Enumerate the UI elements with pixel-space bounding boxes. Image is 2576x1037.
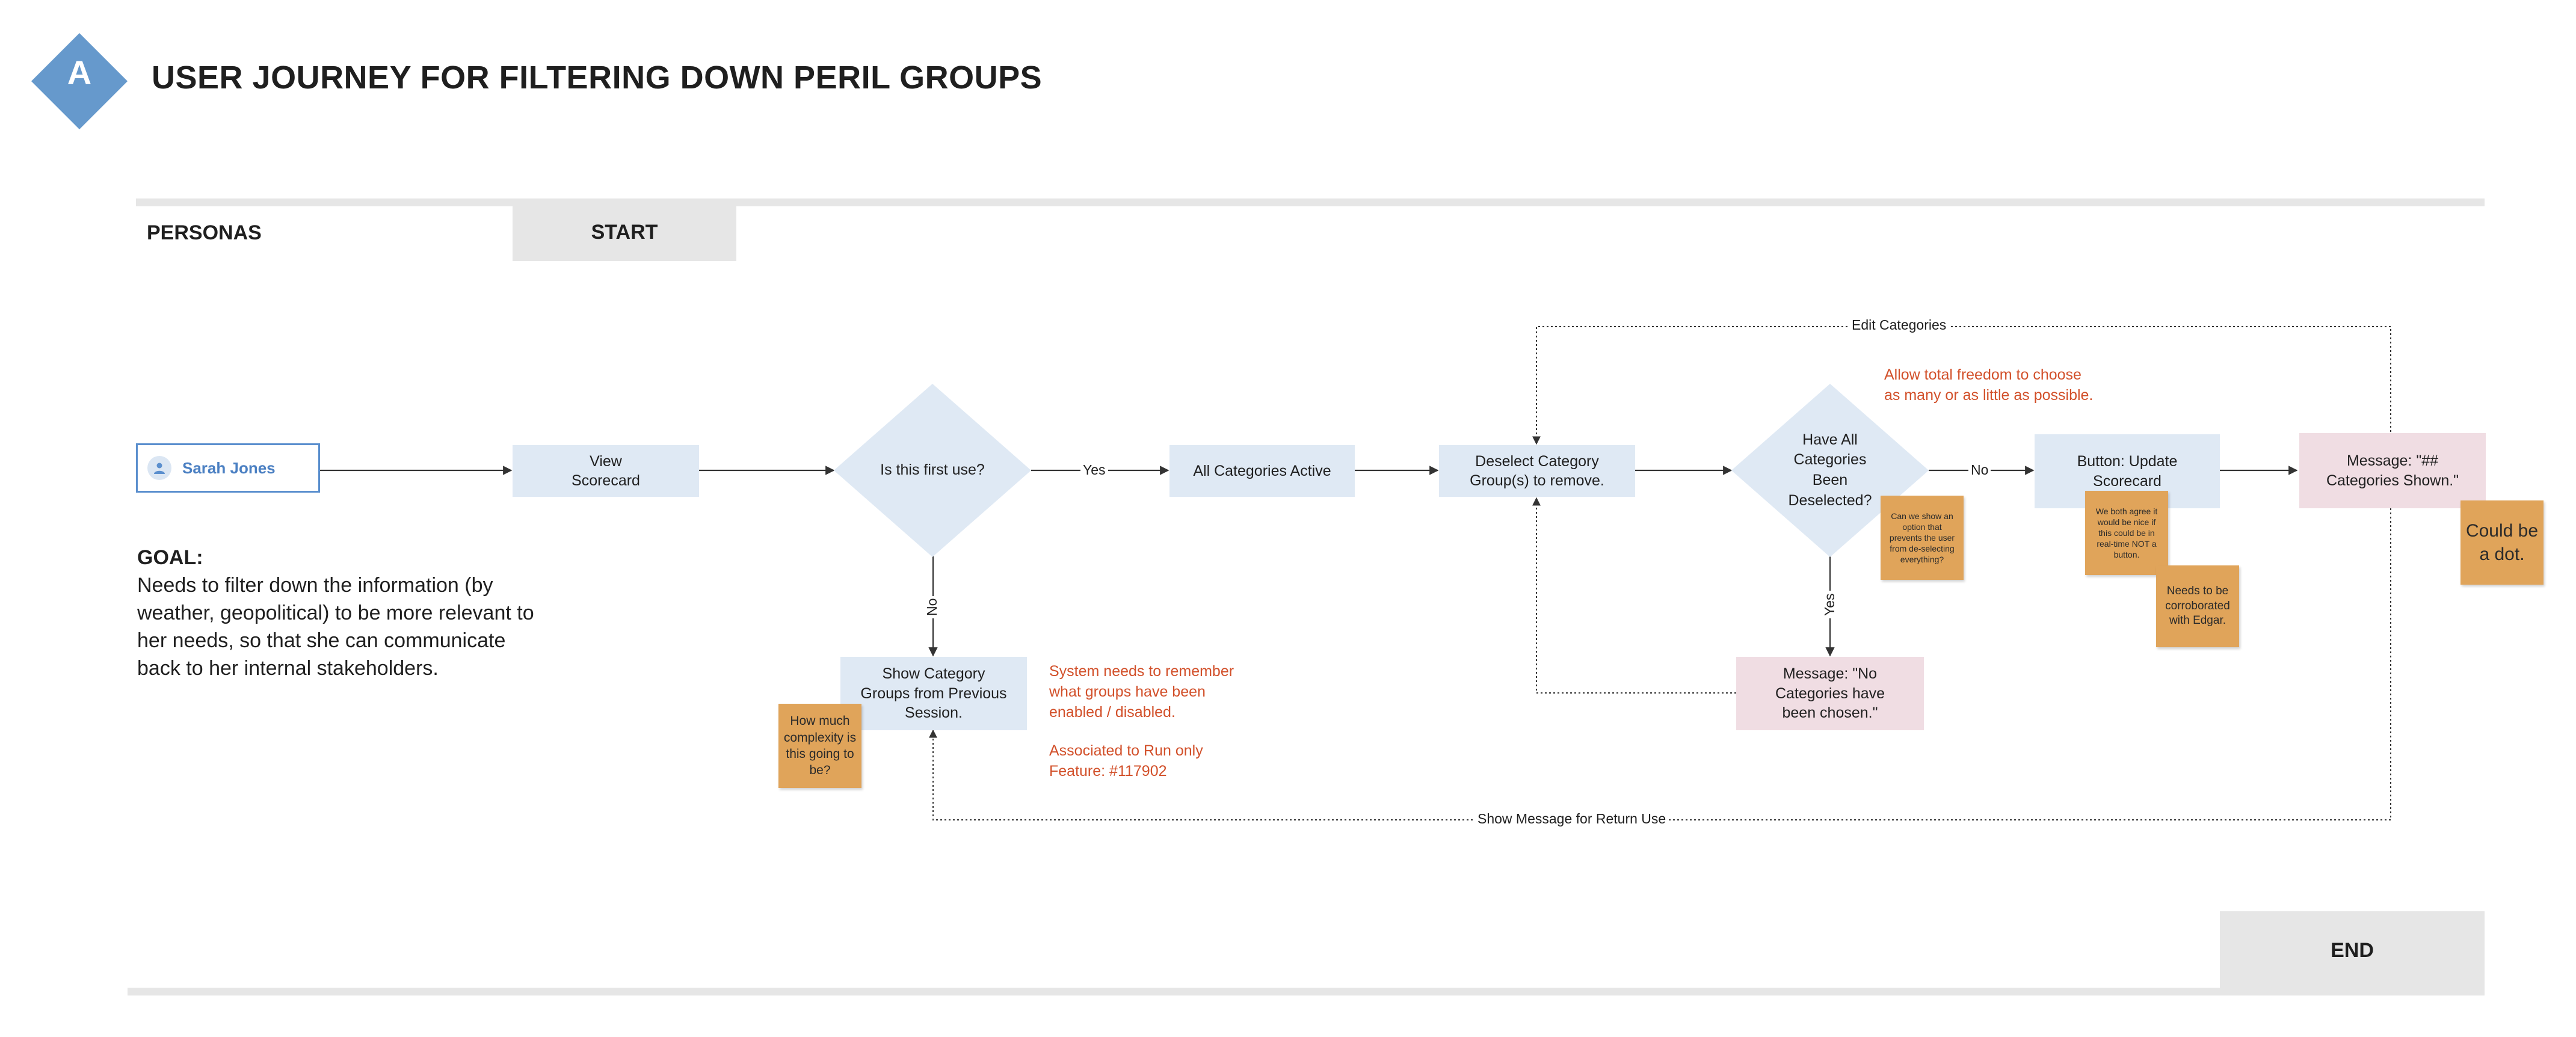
message-none-label: Message: "No Categories have been chosen… bbox=[1775, 665, 1885, 722]
show-previous-label: Show Category Groups from Previous Sessi… bbox=[860, 665, 1007, 722]
edge-label-no-1: No bbox=[924, 595, 940, 618]
sticky-prevent: Can we show an option that prevents the … bbox=[1881, 496, 1964, 580]
bottom-divider bbox=[128, 988, 2485, 995]
persona-name: Sarah Jones bbox=[182, 458, 276, 477]
all-active-node[interactable]: All Categories Active bbox=[1169, 445, 1355, 497]
sticky-corroborate: Needs to be corroborated with Edgar. bbox=[2156, 565, 2239, 647]
badge-letter: A bbox=[67, 54, 92, 91]
update-button-label: Button: Update Scorecard bbox=[2077, 453, 2178, 490]
edge-label-yes-2: Yes bbox=[1822, 591, 1838, 618]
deselect-label: Deselect Category Group(s) to remove. bbox=[1470, 452, 1604, 490]
edge-label-return-message: Show Message for Return Use bbox=[1475, 811, 1669, 827]
start-label: START bbox=[591, 220, 658, 244]
edge-none-to-deselect bbox=[1532, 497, 1736, 694]
note-associated: Associated to Run only Feature: #117902 bbox=[1049, 742, 1203, 780]
goal-block: GOAL: Needs to filter down the informati… bbox=[137, 544, 546, 682]
message-shown-node[interactable]: Message: "## Categories Shown." bbox=[2299, 433, 2486, 508]
end-lane: END bbox=[2220, 911, 2485, 989]
deselect-node[interactable]: Deselect Category Group(s) to remove. bbox=[1439, 445, 1635, 497]
edge-label-edit-categories: Edit Categories bbox=[1849, 317, 1949, 333]
all-active-label: All Categories Active bbox=[1193, 462, 1331, 479]
sticky-dot: Could be a dot. bbox=[2460, 500, 2544, 585]
note-freedom: Allow total freedom to choose as many or… bbox=[1884, 366, 2094, 404]
personas-label: PERSONAS bbox=[147, 221, 262, 244]
first-use-label: Is this first use? bbox=[880, 461, 985, 479]
sticky-complexity: How much complexity is this going to be? bbox=[778, 704, 861, 788]
goal-label: GOAL: bbox=[137, 546, 203, 569]
show-previous-node[interactable]: Show Category Groups from Previous Sessi… bbox=[840, 657, 1027, 730]
message-none-node[interactable]: Message: "No Categories have been chosen… bbox=[1736, 657, 1924, 730]
decision-first-use bbox=[834, 384, 1031, 557]
view-scorecard-node[interactable]: View Scorecard bbox=[513, 445, 699, 497]
note-remember: System needs to remember what groups hav… bbox=[1049, 663, 1234, 721]
edge-edit-categories bbox=[1532, 326, 2391, 445]
view-scorecard-label: View Scorecard bbox=[572, 452, 640, 490]
section-badge bbox=[31, 33, 128, 129]
message-shown-label: Message: "## Categories Shown." bbox=[2326, 452, 2459, 489]
start-lane: START bbox=[513, 203, 736, 261]
goal-text: Needs to filter down the information (by… bbox=[137, 573, 534, 680]
page-title: USER JOURNEY FOR FILTERING DOWN PERIL GR… bbox=[152, 60, 1043, 96]
user-icon bbox=[147, 456, 171, 480]
sticky-realtime: We both agree it would be nice if this c… bbox=[2085, 491, 2168, 575]
edge-label-yes-1: Yes bbox=[1080, 462, 1108, 478]
edge-label-no-2: No bbox=[1968, 462, 1991, 478]
persona-card[interactable]: Sarah Jones bbox=[136, 443, 320, 493]
all-deselected-label: Have All Categories Been Deselected? bbox=[1788, 431, 1872, 509]
decision-all-deselected bbox=[1731, 384, 1929, 557]
end-label: END bbox=[2331, 938, 2374, 962]
